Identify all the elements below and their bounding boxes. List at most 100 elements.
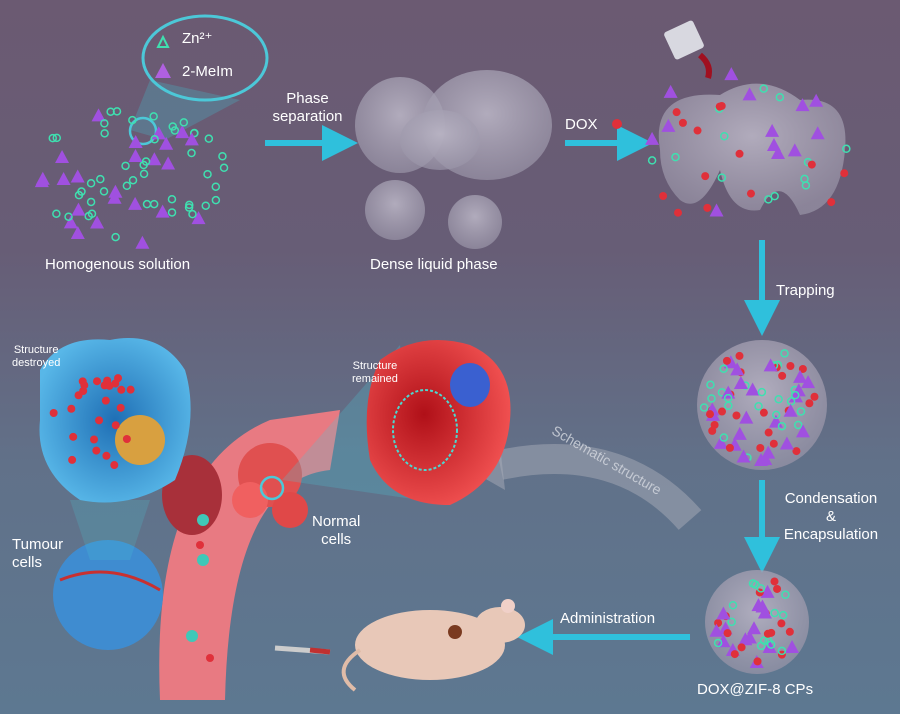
dox-particle [769, 439, 778, 448]
zn-particle [100, 129, 109, 138]
meim-particle [795, 98, 810, 112]
meim-particle [709, 623, 724, 637]
zn-particle [167, 194, 177, 204]
zn-particle [203, 169, 212, 179]
phase-label-line2: separation [272, 108, 343, 125]
dox-particle [102, 451, 111, 460]
zn-particle [842, 144, 851, 154]
zn-particle [99, 187, 109, 196]
zn-particle [774, 394, 783, 404]
meim-particle [747, 621, 762, 635]
dox-particle [74, 391, 83, 400]
zn-particle [86, 197, 96, 207]
meim-particle [793, 369, 808, 383]
meim-particle [56, 172, 71, 186]
meim-particle [732, 426, 747, 440]
meim-particle [755, 599, 770, 613]
tumour-cells-cluster [53, 540, 163, 650]
tumour-line2: cells [12, 554, 43, 571]
dox-particle [827, 198, 836, 207]
dox-particle [122, 434, 131, 443]
zn-particle [111, 232, 120, 242]
meim-particle [55, 149, 70, 163]
zn-particle [122, 181, 132, 191]
meim-particle [787, 143, 802, 157]
zn-particle [777, 421, 787, 431]
zn-particle [100, 119, 109, 128]
meim-particle [663, 84, 678, 98]
meim-particle [785, 639, 800, 653]
meim-particle [155, 204, 170, 218]
meim-particle [184, 132, 199, 146]
dox-particle [763, 629, 772, 638]
zn-particle [211, 195, 221, 205]
meim-particle [135, 235, 150, 249]
zn-particle [64, 212, 73, 221]
zn-particle [647, 156, 657, 165]
zn-particle [775, 92, 785, 102]
zn-particle [150, 135, 159, 144]
zn-particle [142, 199, 152, 209]
zn-particle [179, 118, 189, 127]
phase-label-line1: Phase [286, 90, 329, 107]
dox-particle [840, 169, 849, 178]
dox-particle [49, 408, 58, 417]
meim-particle [742, 87, 757, 101]
dox-particle [735, 149, 744, 158]
dox-particle [126, 385, 135, 394]
ampersand-text: & [825, 508, 836, 525]
zn-particle [713, 638, 723, 648]
meim-particle [713, 435, 728, 449]
destroyed-line2: destroyed [12, 357, 61, 370]
meim-particle [721, 385, 736, 399]
meim-particle [724, 67, 739, 81]
zn-particle [770, 191, 779, 201]
dox-particle [706, 410, 715, 419]
meim-particle [809, 93, 824, 107]
zn-particle [211, 182, 221, 191]
homogenous-solution-particles [34, 107, 229, 249]
dox-molecules [645, 67, 851, 217]
dox-particle [703, 203, 712, 212]
dox-particle [798, 364, 807, 373]
zn-particle [84, 211, 93, 221]
dox-particle [80, 381, 89, 390]
dox-particle [737, 643, 746, 652]
zn-particle [128, 115, 137, 125]
trapping-label: Trapping [776, 282, 835, 299]
dox-particle [90, 435, 99, 444]
dox-particle [792, 447, 801, 456]
zn-particle [141, 157, 151, 166]
meim-particle [645, 131, 660, 145]
meim-particle [128, 149, 143, 163]
legend-oval [128, 14, 269, 146]
normal-cells-cluster [232, 443, 308, 528]
zn-particle [128, 175, 138, 185]
dox-particle [785, 627, 794, 636]
dox-particle [117, 385, 126, 394]
meim-particle [762, 640, 777, 654]
dox-particle [786, 361, 795, 370]
zn-particle [756, 584, 766, 593]
dox-icon [612, 119, 622, 129]
condensation-label: Condensation&Encapsulation [772, 490, 890, 544]
encapsulation-text: Encapsulation [783, 526, 879, 543]
meim-particle [730, 362, 745, 376]
dox-particle [714, 618, 723, 627]
meim-particle [90, 215, 105, 229]
legend-zn-label: Zn²⁺ [182, 30, 213, 47]
meim-particle [779, 436, 794, 450]
dox-particle [759, 408, 768, 417]
mouse-illustration [341, 599, 525, 692]
zn-particle [778, 610, 788, 620]
meim-particle [147, 152, 162, 166]
dox-particle [693, 126, 702, 135]
meim-particle [63, 215, 78, 229]
meim-particle [70, 169, 85, 183]
zn-particle [168, 122, 178, 131]
schematic-arrow [496, 444, 702, 531]
administration-label: Administration [560, 610, 656, 627]
meim-particle [107, 190, 122, 204]
